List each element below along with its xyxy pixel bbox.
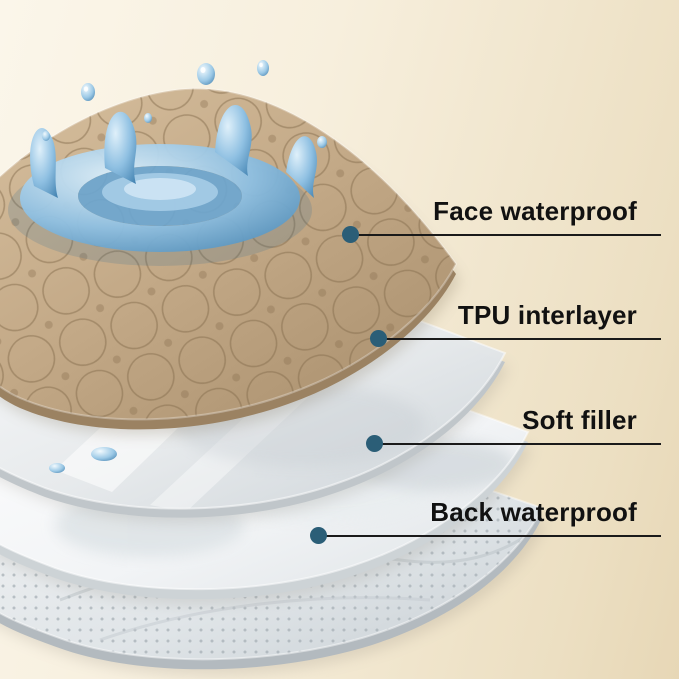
splash-spike — [104, 111, 137, 184]
callout-dot — [366, 435, 383, 452]
droplet-highlight — [259, 62, 263, 68]
water-droplet — [91, 447, 117, 461]
splash-pool-core — [124, 178, 196, 200]
callout-dot — [310, 527, 327, 544]
water-droplet — [81, 83, 95, 101]
splash-spike — [286, 136, 317, 198]
water-droplet — [197, 63, 215, 85]
callout-dot — [342, 226, 359, 243]
callout-back-waterproof: Back waterproof — [310, 497, 661, 544]
callout-label: TPU interlayer — [457, 300, 637, 330]
callout-line — [366, 435, 661, 452]
water-droplet — [42, 131, 50, 141]
callout-tpu-interlayer: TPU interlayer — [370, 300, 661, 347]
water-droplet — [49, 463, 65, 473]
splash-spike — [215, 105, 252, 176]
callout-line — [310, 527, 661, 544]
splash-spike — [30, 128, 58, 198]
callout-line — [342, 226, 661, 243]
water-splash — [8, 60, 327, 266]
droplet-highlight — [83, 86, 89, 92]
callout-label: Back waterproof — [430, 497, 637, 527]
splash-ring — [19, 143, 300, 253]
face-waterproof-layer — [0, 60, 460, 436]
callout-dot — [370, 330, 387, 347]
water-droplet — [317, 136, 327, 148]
callout-line — [370, 330, 661, 347]
droplet-highlight — [200, 67, 206, 73]
callout-soft-filler: Soft filler — [366, 405, 661, 452]
water-droplet — [257, 60, 269, 76]
callout-label: Soft filler — [522, 405, 637, 435]
water-droplet — [144, 113, 152, 123]
callout-label: Face waterproof — [433, 196, 637, 226]
callout-face-waterproof: Face waterproof — [342, 196, 661, 243]
